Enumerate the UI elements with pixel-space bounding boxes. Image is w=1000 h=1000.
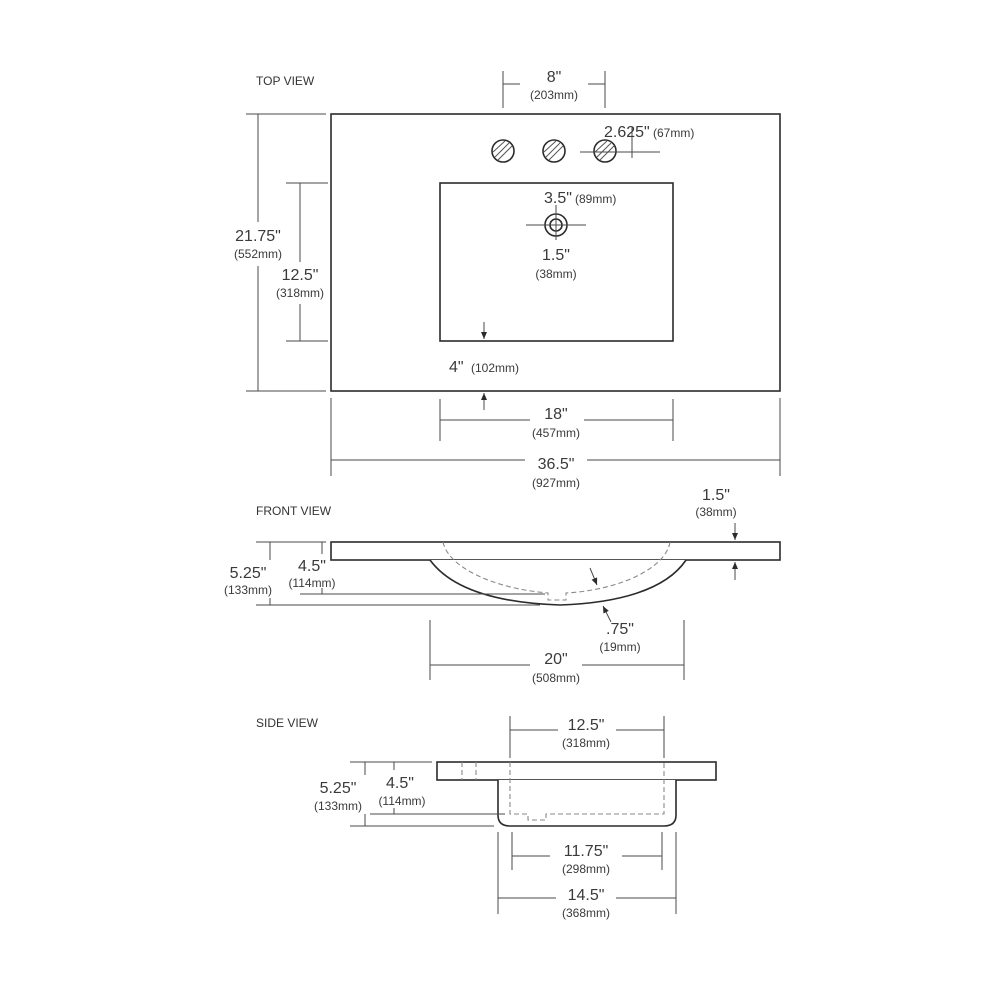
side-bowl-outer-mm: (368mm) (562, 906, 610, 920)
faucet-hole-label: 2.625" (604, 124, 650, 141)
faucet-hole-center-icon (542, 139, 566, 163)
front-overall-height-label: 5.25" (230, 565, 267, 582)
side-view: SIDE VIEW 12.5" (318mm) 5.25" (133mm) 4.… (256, 716, 717, 920)
side-view-bowl-outer (497, 780, 677, 827)
side-overall-height-label: 5.25" (320, 780, 357, 797)
drain-offset-label: 3.5" (544, 190, 572, 207)
bowl-width-label: 18" (544, 406, 567, 423)
bowl-width-mm: (457mm) (532, 426, 580, 440)
overall-depth-mm: (552mm) (234, 247, 282, 261)
front-view: FRONT VIEW 1.5" (38mm) .75" (19mm) 5.25"… (224, 487, 781, 685)
front-overall-height-mm: (133mm) (224, 583, 272, 597)
front-bowl-width-label: 20" (544, 651, 567, 668)
top-view-label: TOP VIEW (256, 74, 315, 88)
drain-icon (526, 205, 586, 240)
overall-depth-label: 21.75" (235, 228, 281, 245)
faucet-spread-mm: (203mm) (530, 88, 578, 102)
front-bowl-height-label: 4.5" (298, 558, 326, 575)
drain-diameter-mm: (38mm) (535, 267, 576, 281)
front-edge-mm: (102mm) (471, 361, 519, 375)
bowl-depth-mm: (318mm) (276, 286, 324, 300)
side-view-label: SIDE VIEW (256, 716, 319, 730)
faucet-hole-mm: (67mm) (653, 126, 694, 140)
front-top-thickness-mm: (38mm) (695, 505, 736, 519)
side-bowl-height-mm: (114mm) (378, 794, 425, 808)
front-bowl-wall-label: .75" (606, 621, 634, 638)
side-bowl-bottom-mm: (298mm) (562, 862, 610, 876)
bowl-depth-label: 12.5" (282, 267, 319, 284)
front-view-label: FRONT VIEW (256, 504, 332, 518)
overall-width-label: 36.5" (538, 456, 575, 473)
drain-diameter-label: 1.5" (542, 247, 570, 264)
top-view: TOP VIEW 8" (234, 69, 781, 490)
faucet-spread-label: 8" (547, 69, 562, 86)
drain-offset-mm: (89mm) (575, 192, 616, 206)
front-view-countertop (330, 541, 781, 561)
front-edge-label: 4" (449, 359, 464, 376)
side-bowl-top-mm: (318mm) (562, 736, 610, 750)
faucet-hole-left-icon (491, 139, 515, 163)
front-bowl-wall-mm: (19mm) (599, 640, 640, 654)
side-view-bowl-hidden (509, 762, 665, 821)
side-overall-height-mm: (133mm) (314, 799, 362, 813)
side-bowl-bottom-label: 11.75" (564, 843, 609, 860)
front-top-thickness-label: 1.5" (702, 487, 730, 504)
front-view-bowl-outer (429, 559, 687, 606)
front-bowl-height-mm: (114mm) (288, 576, 335, 590)
front-view-bowl-hidden (442, 541, 671, 601)
front-bowl-width-mm: (508mm) (532, 671, 580, 685)
side-view-countertop (436, 761, 717, 781)
overall-width-mm: (927mm) (532, 476, 580, 490)
side-bowl-outer-label: 14.5" (568, 887, 605, 904)
side-bowl-top-label: 12.5" (568, 717, 605, 734)
faucet-hole-right-icon (580, 127, 660, 163)
side-bowl-height-label: 4.5" (386, 775, 414, 792)
